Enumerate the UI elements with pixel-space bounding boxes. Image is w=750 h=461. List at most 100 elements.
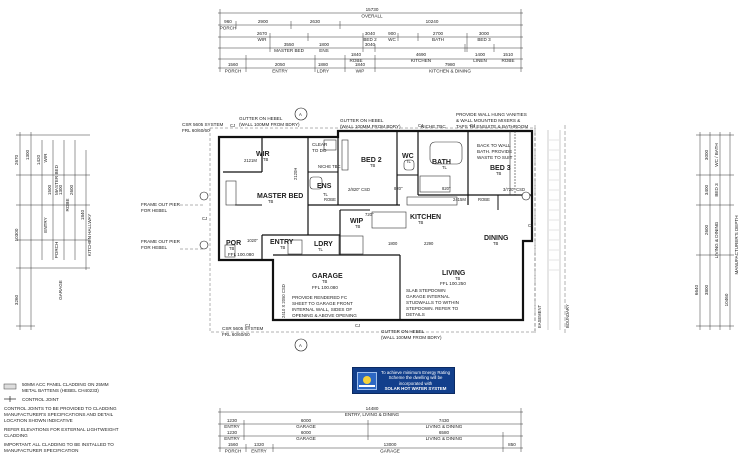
legend [3, 383, 17, 402]
room-kitchen: KITCHEN [410, 214, 441, 221]
svg-text:820": 820" [394, 186, 403, 191]
svg-text:3550: 3550 [284, 42, 295, 47]
svg-text:1300: 1300 [25, 149, 30, 160]
svg-text:WC / BATH: WC / BATH [714, 143, 719, 166]
room-wip: WIP [350, 218, 364, 225]
room-entry: ENTRY [270, 239, 294, 246]
svg-text:BACK TO WALL: BACK TO WALL [477, 143, 511, 148]
svg-text:TB: TB [280, 245, 286, 250]
svg-text:WASTE TO SUIT: WASTE TO SUIT [477, 155, 513, 160]
room-wir: WIR [256, 151, 270, 158]
svg-text:SLAB STEPDOWN: SLAB STEPDOWN [406, 288, 446, 293]
svg-text:BED 2: BED 2 [363, 37, 377, 42]
room-dining: DINING [484, 235, 509, 242]
svg-text:ROBE: ROBE [501, 58, 514, 63]
svg-text:1560: 1560 [228, 62, 239, 67]
svg-text:ENS: ENS [319, 48, 328, 53]
svg-text:6000: 6000 [301, 430, 312, 435]
svg-text:10460: 10460 [724, 293, 729, 306]
svg-text:ENTRY: ENTRY [224, 436, 240, 441]
svg-text:7980: 7980 [445, 62, 456, 67]
svg-text:TB: TB [370, 163, 376, 168]
svg-text:FRAME OUT PIER: FRAME OUT PIER [141, 202, 181, 207]
solar-line-2: Scheme the dwelling will be [388, 375, 443, 381]
svg-text:REFER ELEVATIONS FOR EXTERNAL: REFER ELEVATIONS FOR EXTERNAL LIGHTWEIGH… [4, 427, 119, 432]
bottom-dimension-strings [218, 408, 523, 452]
svg-text:ROBE: ROBE [349, 58, 362, 63]
svg-text:SHEET TO GARAGE FRONT: SHEET TO GARAGE FRONT [292, 301, 353, 306]
svg-text:6000: 6000 [301, 418, 312, 423]
svg-text:(WALL 100MM FROM BDRY): (WALL 100MM FROM BDRY) [340, 124, 401, 129]
svg-text:FOR HEBEL: FOR HEBEL [141, 245, 167, 250]
svg-text:1510: 1510 [503, 52, 514, 57]
svg-text:CLEAR: CLEAR [312, 142, 328, 147]
svg-text:GARAGE: GARAGE [296, 424, 316, 429]
svg-text:GUTTER ON HEBEL: GUTTER ON HEBEL [340, 118, 384, 123]
overall-label: OVERALL [361, 14, 383, 19]
svg-text:INTERNAL WALL, SIDES OF: INTERNAL WALL, SIDES OF [292, 307, 352, 312]
svg-text:FOR HEBEL: FOR HEBEL [141, 208, 167, 213]
svg-text:GUTTER ON HEBEL: GUTTER ON HEBEL [239, 116, 283, 121]
svg-text:WIR: WIR [258, 37, 268, 42]
svg-text:CONTROL JOINT: CONTROL JOINT [22, 397, 59, 402]
svg-text:1840: 1840 [351, 52, 362, 57]
svg-text:1840: 1840 [355, 62, 366, 67]
svg-text:KITCHEN: KITCHEN [411, 58, 431, 63]
svg-text:PORCH: PORCH [54, 242, 59, 259]
svg-text:LOCATION SHOWN INDICATIVE: LOCATION SHOWN INDICATIVE [4, 418, 73, 423]
svg-text:BED 3: BED 3 [714, 183, 719, 197]
room-wc: WC [402, 153, 414, 160]
svg-text:MASTER BED: MASTER BED [54, 164, 59, 195]
room-por: POR [226, 240, 241, 247]
svg-text:CSR 5605 SYSTEM: CSR 5605 SYSTEM [222, 326, 264, 331]
svg-text:BATH. PROVIDE: BATH. PROVIDE [477, 149, 512, 154]
svg-text:2415M: 2415M [453, 197, 466, 202]
svg-text:3400: 3400 [704, 184, 709, 195]
svg-text:3000: 3000 [479, 31, 490, 36]
svg-text:OPENING & ABOVE OPENING: OPENING & ABOVE OPENING [292, 313, 357, 318]
legend-text: 50MM ACC PANEL CLADDING ON 25MM METAL BA… [4, 382, 119, 453]
room-bath: BATH [432, 159, 451, 166]
svg-text:ROBE: ROBE [324, 197, 336, 202]
cladding-swatch [3, 383, 17, 390]
svg-text:2600: 2600 [704, 224, 709, 235]
svg-text:1230: 1230 [227, 418, 238, 423]
right-dimension-strings [696, 132, 734, 330]
svg-text:CJ: CJ [230, 123, 235, 128]
svg-text:FFL 100.080: FFL 100.080 [228, 252, 254, 257]
svg-text:MANUFACTURER SPECIFICATION: MANUFACTURER SPECIFICATION [4, 448, 78, 453]
building-walls [217, 129, 534, 322]
svg-text:ENTRY: ENTRY [224, 424, 240, 429]
svg-text:6640: 6640 [694, 284, 699, 295]
svg-text:TB: TB [355, 224, 361, 229]
svg-text:1420: 1420 [36, 154, 41, 165]
svg-text:TL: TL [318, 247, 324, 252]
svg-text:(WALL 100MM FROM BDRY): (WALL 100MM FROM BDRY) [239, 122, 300, 127]
svg-text:LIVING & DINING: LIVING & DINING [714, 221, 719, 258]
left-dimension-labels: 2670 1300 1420 1500 1300 2600 10300 3260… [14, 149, 92, 305]
control-joints: CJ CJ CJ CJ CJ CJ CJ [202, 123, 533, 328]
section-marker-top: A [299, 112, 302, 117]
svg-text:3800: 3800 [704, 284, 709, 295]
solar-hot-water-notice: To achieve minimum Energy Rating Scheme … [352, 367, 455, 394]
svg-text:& WALL MOUNTED MIXERS &: & WALL MOUNTED MIXERS & [456, 118, 520, 123]
svg-text:10300: 10300 [14, 228, 19, 241]
svg-text:820": 820" [442, 186, 451, 191]
solar-notice-text: To achieve minimum Energy Rating Scheme … [381, 370, 450, 391]
svg-text:ROBE: ROBE [478, 197, 490, 202]
svg-text:3040: 3040 [365, 42, 376, 47]
svg-text:2050: 2050 [275, 62, 286, 67]
svg-text:1500: 1500 [47, 184, 52, 195]
svg-text:FRL 60/60/60: FRL 60/60/60 [222, 332, 250, 337]
easement-hatch [549, 139, 559, 271]
svg-text:720": 720" [365, 212, 374, 217]
svg-text:CJ: CJ [418, 123, 423, 128]
svg-text:CONTROL JOINTS TO BE PROVIDED: CONTROL JOINTS TO BE PROVIDED TO CLADDIN… [4, 406, 117, 411]
svg-text:960: 960 [224, 19, 232, 24]
svg-text:TB: TB [229, 246, 235, 251]
svg-text:TB: TB [268, 199, 274, 204]
svg-text:TB: TB [418, 220, 424, 225]
svg-text:3/720" CSD: 3/720" CSD [503, 187, 525, 192]
svg-text:1400: 1400 [475, 52, 486, 57]
